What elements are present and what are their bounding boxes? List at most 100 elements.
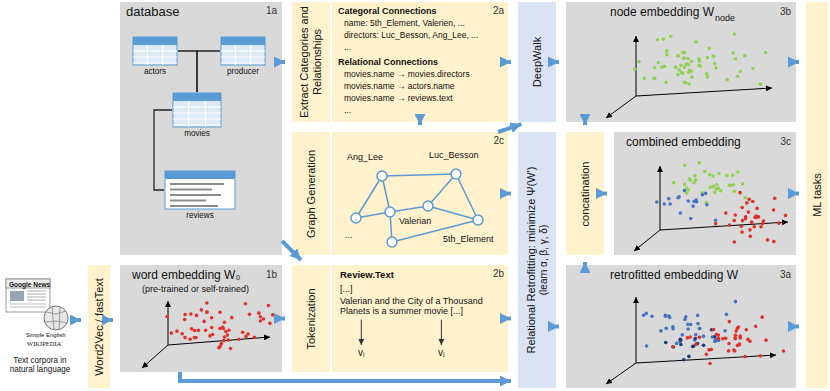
data-point (703, 170, 707, 174)
flow-arrow (498, 124, 521, 132)
data-point (253, 336, 257, 340)
text-holder: Luc_Besson (428, 150, 480, 160)
data-point (696, 322, 700, 326)
data-point (671, 325, 675, 329)
text-holder: WIKIPEDIA (27, 340, 61, 347)
data-point (664, 341, 668, 345)
token-vector: vᵢ (358, 347, 365, 359)
text-holder: 1b (266, 269, 277, 281)
data-point (713, 62, 717, 66)
data-point (682, 358, 686, 362)
graph-vertex (473, 215, 483, 225)
data-point (741, 219, 745, 223)
table-row (221, 51, 265, 52)
rotated-text-block: ML tasks (811, 5, 824, 385)
list-line: ... (344, 106, 351, 116)
text-holder: (pre-trained or self-trained) (142, 284, 249, 294)
data-point (645, 344, 649, 348)
graph-node-label: 5th_Element (442, 234, 495, 244)
data-point (745, 201, 749, 205)
data-point (662, 37, 666, 41)
data-point (683, 66, 687, 70)
data-point (690, 75, 694, 79)
data-point (708, 362, 712, 366)
text-holder: node (715, 13, 735, 23)
list-line: ... (344, 43, 351, 53)
table-row (221, 57, 265, 58)
algorithm-box: DeepWalk (518, 2, 556, 122)
data-point (761, 222, 765, 226)
rotated-text-block: DeepWalk (531, 5, 544, 119)
text-holder: 1a (266, 5, 277, 17)
data-point (230, 316, 234, 320)
callout-number: 2c (493, 135, 504, 147)
data-point (698, 161, 702, 165)
embedding-panel: combined embedding3c (614, 132, 796, 255)
panel-title: database (126, 5, 180, 20)
data-point (693, 174, 697, 178)
text-holder: 3b (780, 6, 791, 18)
data-point (665, 49, 669, 53)
embedding-panel: node embedding Wnode3b (566, 2, 796, 122)
data-point (725, 313, 729, 317)
data-point (715, 333, 719, 337)
data-point (732, 190, 736, 194)
algorithm-name: Relational Retrofitting: minimize Ψ(W') (525, 135, 538, 385)
logo-text: Simple English (26, 332, 66, 339)
callout-number: 3c (780, 136, 791, 148)
graph-vertex (423, 201, 433, 211)
text-holder: 3c (780, 136, 791, 148)
rotated-text-block: Relational Retrofitting: minimize Ψ(W')(… (525, 135, 549, 385)
data-point (712, 55, 716, 59)
data-point (223, 320, 227, 324)
leader-line (441, 320, 442, 345)
rotated-text-block: Graph Generation (305, 135, 318, 252)
text-holder: 3a (780, 269, 791, 281)
data-point (679, 71, 683, 75)
data-point (193, 329, 197, 333)
data-point (268, 322, 272, 326)
text-holder: word embedding W₀ (132, 269, 240, 283)
flow-arrow (508, 317, 511, 321)
data-point (189, 312, 193, 316)
list-line: movies.name → reviews.text (344, 94, 453, 104)
data-point (664, 81, 668, 85)
data-point (217, 346, 221, 350)
table-row (221, 63, 265, 64)
process-name: Tokenization (305, 268, 318, 369)
flow-arrow (796, 60, 799, 64)
data-point (713, 191, 717, 195)
graph-edge (428, 174, 456, 206)
data-point (694, 333, 698, 337)
data-point (727, 342, 731, 346)
graph-node-label: Ang_Lee (346, 152, 384, 162)
data-point (705, 75, 709, 79)
data-point (740, 230, 744, 234)
data-point (752, 225, 756, 229)
table-column (235, 45, 236, 65)
axis-line (634, 230, 660, 251)
graph-vertex (451, 169, 461, 179)
data-point (732, 219, 736, 223)
data-point (669, 34, 673, 38)
text-line (170, 194, 221, 196)
data-point (676, 54, 680, 58)
callout-number: 3a (780, 269, 791, 281)
text-line (170, 189, 212, 191)
data-point (267, 304, 271, 308)
data-point (743, 196, 747, 200)
data-point (672, 345, 676, 349)
data-point (197, 329, 201, 333)
database-panel: database1aactorsproducermoviesreviews (120, 2, 282, 255)
rotated-text-block: concatination (579, 135, 592, 252)
text-holder: directors: Luc_Besson, Ang_Lee, ... (344, 31, 478, 41)
data-point (717, 172, 721, 176)
table-body (165, 171, 235, 209)
data-point (686, 199, 690, 203)
newspaper (6, 279, 50, 312)
data-point (667, 197, 671, 201)
data-point (195, 314, 199, 318)
data-point (679, 343, 683, 347)
data-point (731, 51, 735, 55)
data-point (678, 338, 682, 342)
